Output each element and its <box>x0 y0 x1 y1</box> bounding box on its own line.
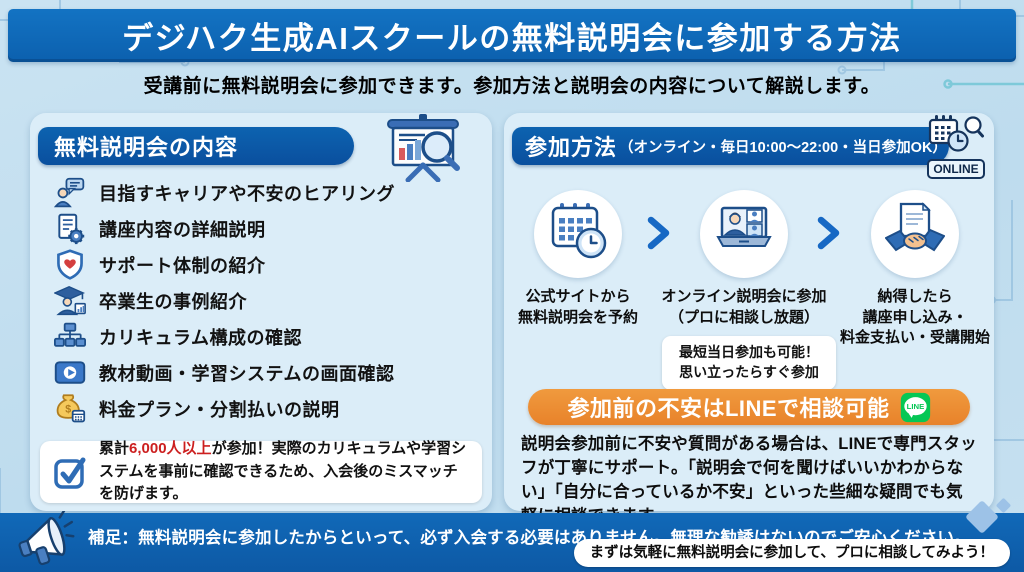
note-text: 累計6,000人以上が参加！実際のカリキュラムや学習システムを事前に確認できるた… <box>99 438 470 506</box>
list-item-label: 料金プラン・分割払いの説明 <box>99 400 340 420</box>
person-counseling-icon <box>54 177 86 209</box>
list-item: $ 料金プラン・分割払いの説明 <box>54 391 486 427</box>
list-item-label: 卒業生の事例紹介 <box>99 292 247 312</box>
left-panel-header-label: 無料説明会の内容 <box>54 135 239 160</box>
step-2-circle <box>700 190 788 278</box>
checkbox-icon <box>52 454 88 490</box>
handshake-contract-icon <box>884 201 946 267</box>
step-3-caption: 納得したら 講座申し込み・ 料金支払い・受講開始 <box>839 288 990 347</box>
line-banner-label: 参加前の不安はLINEで相談可能 <box>567 396 890 421</box>
note-suffix: が参加！実際のカリキュラムや学習システムを事前に確認できるため、入会後のミスマッ… <box>99 440 467 503</box>
online-meeting-icon <box>714 202 774 267</box>
line-app-icon: LINE <box>900 392 931 423</box>
list-item-label: 講座内容の詳細説明 <box>99 220 266 240</box>
page-title: デジハク生成AIスクールの無料説明会に参加する方法 <box>122 21 902 56</box>
session-content-list: 目指すキャリアや不安のヒアリング 講座内容の詳細説明 <box>54 175 486 427</box>
online-calendar-icon: ONLINE <box>923 115 989 179</box>
graduate-icon <box>54 285 86 317</box>
list-item: 目指すキャリアや不安のヒアリング <box>54 175 486 211</box>
line-consult-banner: 参加前の不安はLINEで相談可能 LINE <box>528 389 970 425</box>
flowchart-icon <box>54 321 86 353</box>
right-panel-header-sub: （オンライン・毎日10:00～22:00・当日参加OK） <box>619 139 947 156</box>
megaphone-icon <box>12 509 82 572</box>
list-item-label: 目指すキャリアや不安のヒアリング <box>99 184 395 204</box>
list-item: サポート体制の紹介 <box>54 247 486 283</box>
list-item-label: 教材動画・学習システムの画面確認 <box>99 364 395 384</box>
sparkle-icon <box>995 497 1012 514</box>
presentation-chart-magnifier-icon <box>380 114 466 187</box>
list-item: 講座内容の詳細説明 <box>54 211 486 247</box>
list-item: 卒業生の事例紹介 <box>54 283 486 319</box>
step-2-caption: オンライン説明会に参加 （プロに相談し放題） <box>661 288 827 326</box>
right-panel-header: 参加方法 （オンライン・毎日10:00～22:00・当日参加OK） <box>512 127 949 165</box>
session-content-panel: 無料説明会の内容 <box>30 113 492 511</box>
right-panel-header-label: 参加方法 <box>525 135 618 160</box>
note-prefix: 累計 <box>99 440 130 458</box>
step-2-bubble: 最短当日参加も可能！ 思い立ったらすぐ参加 <box>662 336 836 390</box>
participation-method-panel: 参加方法 （オンライン・毎日10:00～22:00・当日参加OK） ONLINE <box>504 113 994 525</box>
left-panel-header: 無料説明会の内容 <box>38 127 354 165</box>
footer-bar: 補足：無料説明会に参加したからといって、必ず入会する必要はありません。無理な勧誘… <box>0 497 1024 572</box>
page-subtitle: 受講前に無料説明会に参加できます。参加方法と説明会の内容について解説します。 <box>143 76 881 97</box>
participation-note-box: 累計6,000人以上が参加！実際のカリキュラムや学習システムを事前に確認できるた… <box>40 438 482 506</box>
chevron-right-icon <box>643 215 673 251</box>
line-app-label: LINE <box>906 402 924 411</box>
step-1-caption: 公式サイトから 無料説明会を予約 <box>517 288 638 326</box>
step-3-circle <box>871 190 959 278</box>
title-bar: デジハク生成AIスクールの無料説明会に参加する方法 <box>8 9 1016 62</box>
shield-heart-icon <box>54 249 86 281</box>
list-item-label: カリキュラム構成の確認 <box>99 328 302 348</box>
footer-cta-pill: まずは気軽に無料説明会に参加して、プロに相談してみよう！ <box>573 539 1010 567</box>
currency-glyph: $ <box>65 404 71 416</box>
note-highlight: 6,000人以上 <box>129 440 212 458</box>
list-item-label: サポート体制の紹介 <box>99 256 266 276</box>
calendar-clock-icon <box>548 202 608 267</box>
money-bag-icon: $ <box>54 393 86 425</box>
chevron-right-icon <box>813 215 843 251</box>
list-item: カリキュラム構成の確認 <box>54 319 486 355</box>
video-player-icon <box>54 357 86 389</box>
list-item: 教材動画・学習システムの画面確認 <box>54 355 486 391</box>
document-gear-icon <box>54 213 86 245</box>
step-1-circle <box>534 190 622 278</box>
online-badge: ONLINE <box>927 159 985 179</box>
